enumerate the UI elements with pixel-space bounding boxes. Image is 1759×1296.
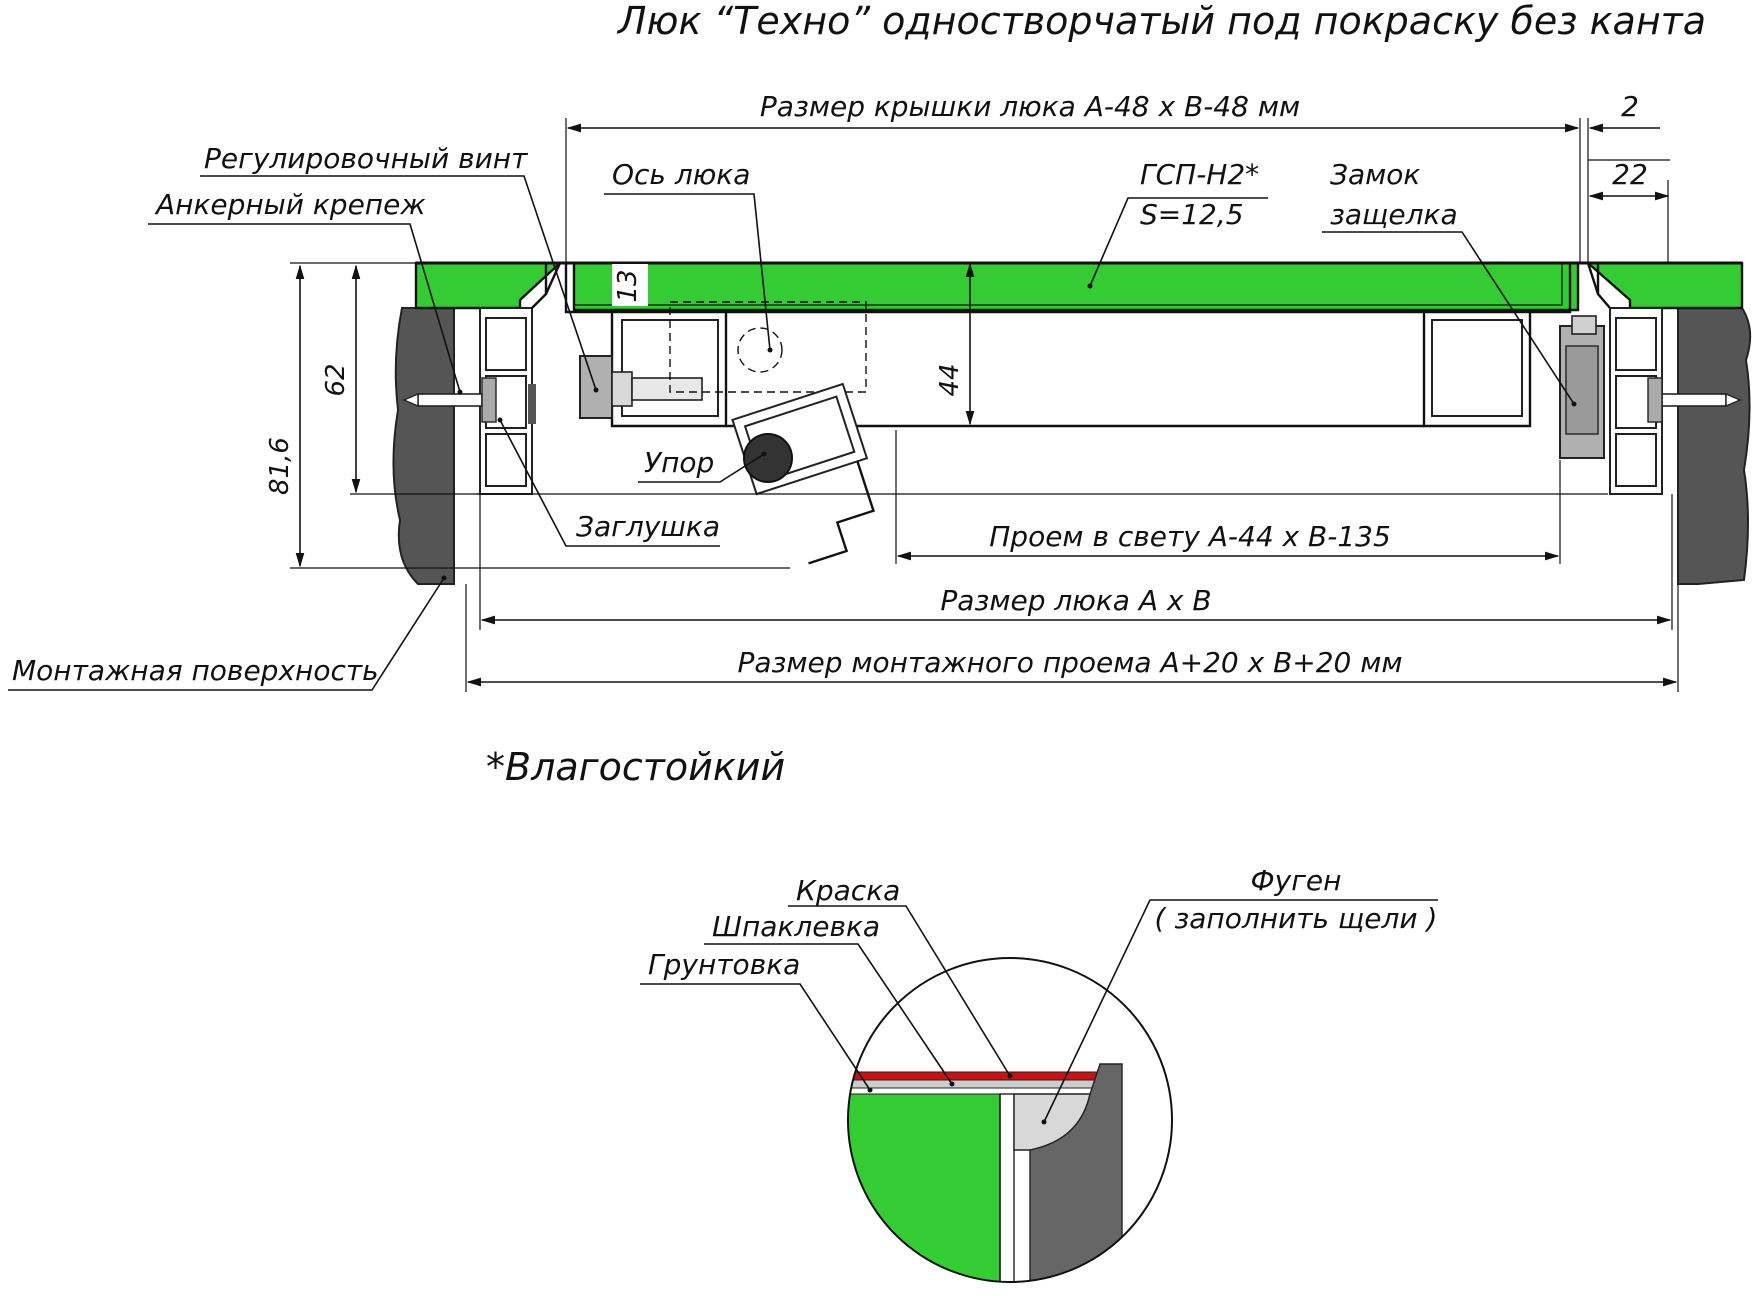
frame-profile-right xyxy=(1586,262,1663,495)
label-dim-81-6: 81,6 xyxy=(265,437,295,495)
leader-paint xyxy=(788,905,1011,1077)
adjust-screw-shaft xyxy=(631,377,703,401)
lid-drywall-board xyxy=(572,261,1580,312)
frame-profile-left xyxy=(479,262,562,495)
leader-putty xyxy=(704,943,953,1085)
label-fugen-line1: Фуген xyxy=(1251,864,1342,897)
label-putty: Шпаклевка xyxy=(712,910,880,943)
hinge-ghost-outline xyxy=(669,301,867,393)
label-primer: Грунтовка xyxy=(648,948,800,981)
lid-profile-right xyxy=(1422,312,1532,428)
label-dim-44: 44 xyxy=(935,363,965,396)
hatch-axis-circle xyxy=(737,327,783,373)
anchor-left xyxy=(402,377,536,424)
wall-right xyxy=(1677,307,1752,585)
leader-gsp xyxy=(1089,197,1268,287)
leader-stop xyxy=(638,453,765,483)
leader-lock xyxy=(1322,231,1575,405)
lid-tray xyxy=(564,263,1572,314)
lid-profile-left xyxy=(610,312,728,428)
label-mount-opening: Размер монтажного проема А+20 х В+20 мм xyxy=(737,646,1402,679)
label-clear-opening: Проем в свету А-44 х В-135 xyxy=(989,520,1391,553)
leader-plug xyxy=(499,419,720,547)
label-gsp-line2: S=12,5 xyxy=(1140,198,1244,231)
stop-circle xyxy=(743,433,793,483)
drawing-title: Люк “Техно” одностворчатый под покраску … xyxy=(616,0,1706,43)
label-adjust-screw: Регулировочный винт xyxy=(204,142,528,175)
label-mount-surface: Монтажная поверхность xyxy=(12,654,379,687)
label-lock-line1: Замок xyxy=(1330,158,1420,191)
label-plug: Заглушка xyxy=(576,510,720,543)
drywall-right xyxy=(1584,261,1744,310)
label-gap-22: 22 xyxy=(1612,158,1648,191)
lid-tray-inner xyxy=(573,263,1563,306)
leader-axis xyxy=(604,193,771,351)
label-moisture-note: *Влагостойкий xyxy=(486,745,785,789)
label-gap-2: 2 xyxy=(1621,90,1639,123)
label-hatch-size: Размер люка А х В xyxy=(940,584,1211,617)
leader-anchor xyxy=(148,223,461,393)
label-gsp-line1: ГСП-Н2* xyxy=(1140,158,1259,191)
detail-circle xyxy=(847,957,1173,1283)
dim-13-box xyxy=(612,264,648,306)
leader-fugen xyxy=(1043,899,1438,1123)
label-dim-62: 62 xyxy=(321,363,351,396)
label-paint: Краска xyxy=(796,874,900,907)
adjust-screw-block xyxy=(579,355,613,419)
wall-left xyxy=(392,307,455,585)
anchor-right xyxy=(1647,377,1742,423)
label-lid-size: Размер крышки люка А-48 х В-48 мм xyxy=(760,90,1300,123)
lock-latch xyxy=(1559,315,1605,459)
adjust-screw-head xyxy=(611,371,633,407)
leader-mount-surface xyxy=(8,577,445,691)
label-stop: Упор xyxy=(644,446,714,479)
label-lock-line2: защелка xyxy=(1330,198,1458,231)
label-dim-13: 13 xyxy=(613,269,643,302)
leader-primer xyxy=(640,983,871,1091)
label-anchor: Анкерный крепеж xyxy=(154,188,426,221)
label-axis: Ось люка xyxy=(612,158,750,191)
leader-adjust-screw xyxy=(200,175,597,391)
label-fugen-line2: ( заполнить щели ) xyxy=(1155,902,1438,935)
